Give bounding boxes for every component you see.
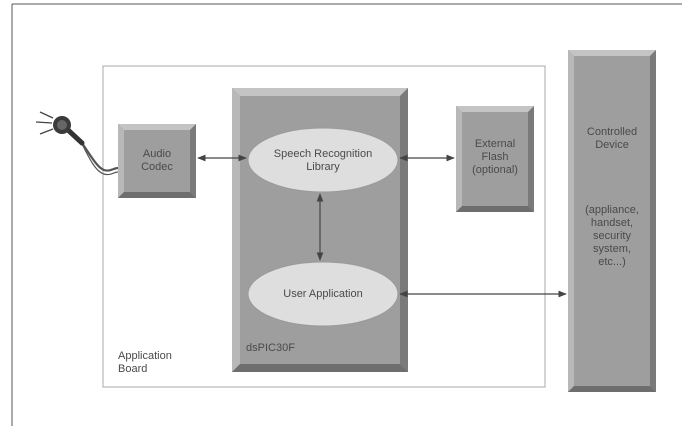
audio-codec-label: Audio Codec: [141, 148, 173, 173]
controlled-device-block: [568, 50, 656, 392]
microphone-icon: [35, 111, 119, 176]
user-application-label: User Application: [283, 288, 363, 300]
audio-codec-block: [118, 124, 196, 198]
controlled-device-examples: (appliance, handset, security system, et…: [585, 204, 639, 268]
external-flash-label: External Flash (optional): [472, 138, 518, 176]
user-application-ellipse: [247, 261, 399, 327]
controlled-device-title: Controlled Device: [586, 126, 638, 151]
speech-recognition-label: Speech Recognition Library: [273, 148, 373, 173]
dspic-label: dsPIC30F: [246, 342, 295, 354]
application-board-label: Application Board: [118, 350, 172, 375]
external-flash-block: [456, 106, 534, 212]
speech-recognition-ellipse: [247, 127, 399, 193]
